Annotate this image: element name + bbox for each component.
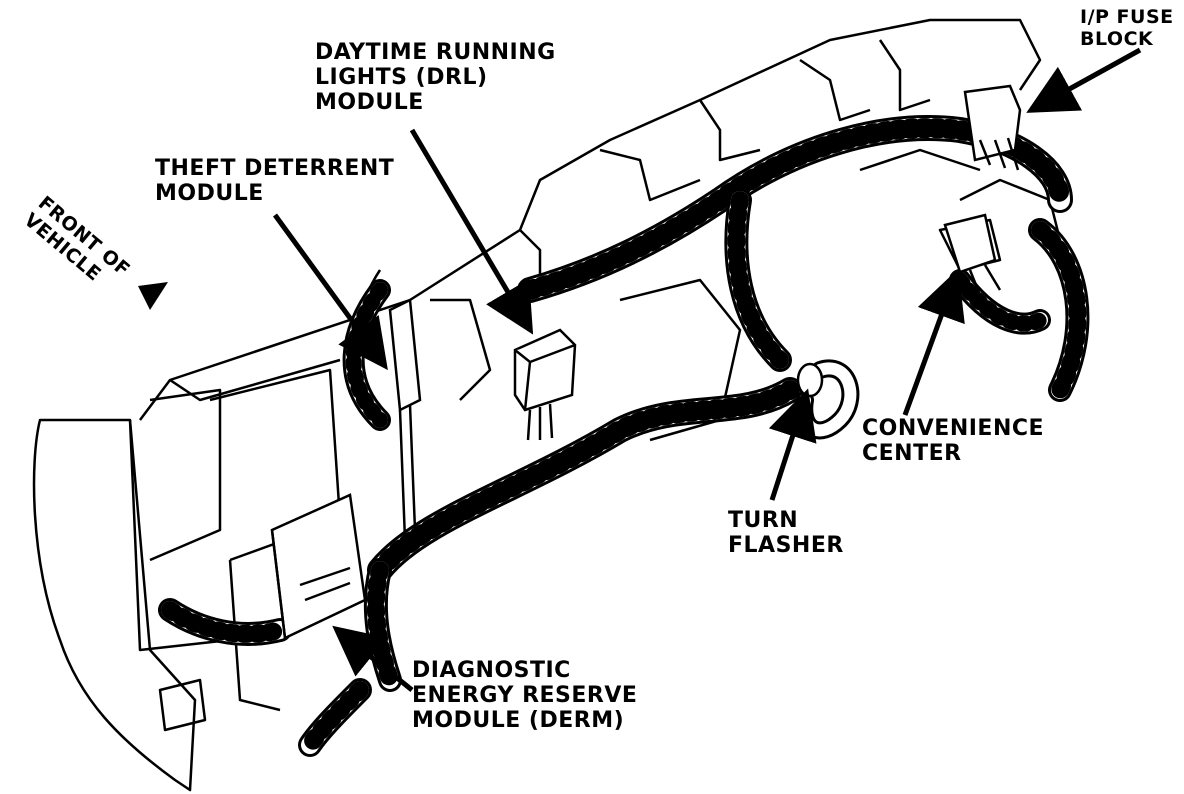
drl-line-2: LIGHTS (DRL) bbox=[315, 65, 488, 90]
drl-line-3: MODULE bbox=[315, 90, 424, 115]
ip-fuse-block-label: I/P FUSE BLOCK bbox=[1080, 6, 1174, 50]
convenience-center-shape bbox=[943, 213, 1002, 296]
turn-flasher-label: TURN FLASHER bbox=[728, 508, 844, 558]
derm-line-3: MODULE (DERM) bbox=[412, 708, 625, 733]
arrow-turn-flasher bbox=[768, 388, 817, 501]
theft-deterrent-line-1: THEFT DETERRENT bbox=[155, 156, 395, 181]
theft-deterrent-label: THEFT DETERRENT MODULE bbox=[155, 156, 394, 206]
arrow-ip-fuse-block bbox=[1026, 47, 1142, 113]
derm-module-shape bbox=[270, 493, 367, 640]
ip-fuse-block-line-1: I/P FUSE bbox=[1080, 6, 1174, 28]
leader-arrows bbox=[272, 47, 1142, 692]
arrow-derm bbox=[332, 625, 414, 692]
derm-line-1: DIAGNOSTIC bbox=[412, 658, 571, 683]
derm-label: DIAGNOSTIC ENERGY RESERVE MODULE (DERM) bbox=[412, 658, 637, 733]
front-of-vehicle-arrow bbox=[138, 282, 168, 310]
convenience-center-line-1: CONVENIENCE bbox=[862, 416, 1045, 441]
drl-module-shape bbox=[513, 328, 577, 441]
theft-deterrent-line-2: MODULE bbox=[155, 181, 264, 206]
turn-flasher-line-1: TURN bbox=[728, 508, 799, 533]
drl-line-1: DAYTIME RUNNING bbox=[315, 40, 556, 65]
turn-flasher-line-2: FLASHER bbox=[728, 533, 844, 558]
arrow-theft-deterrent bbox=[272, 213, 388, 371]
arrow-drl-module bbox=[409, 128, 534, 335]
convenience-center-line-2: CENTER bbox=[862, 441, 962, 466]
convenience-center-label: CONVENIENCE CENTER bbox=[862, 416, 1044, 466]
drl-module-label: DAYTIME RUNNING LIGHTS (DRL) MODULE bbox=[315, 40, 556, 115]
ip-fuse-block-line-2: BLOCK bbox=[1080, 28, 1154, 50]
theft-deterrent-module-shape bbox=[388, 298, 422, 541]
ip-fuse-block-shape bbox=[963, 84, 1022, 171]
arrow-convenience-center bbox=[902, 268, 965, 416]
turn-flasher-shape bbox=[796, 362, 824, 398]
derm-line-2: ENERGY RESERVE bbox=[412, 683, 638, 708]
